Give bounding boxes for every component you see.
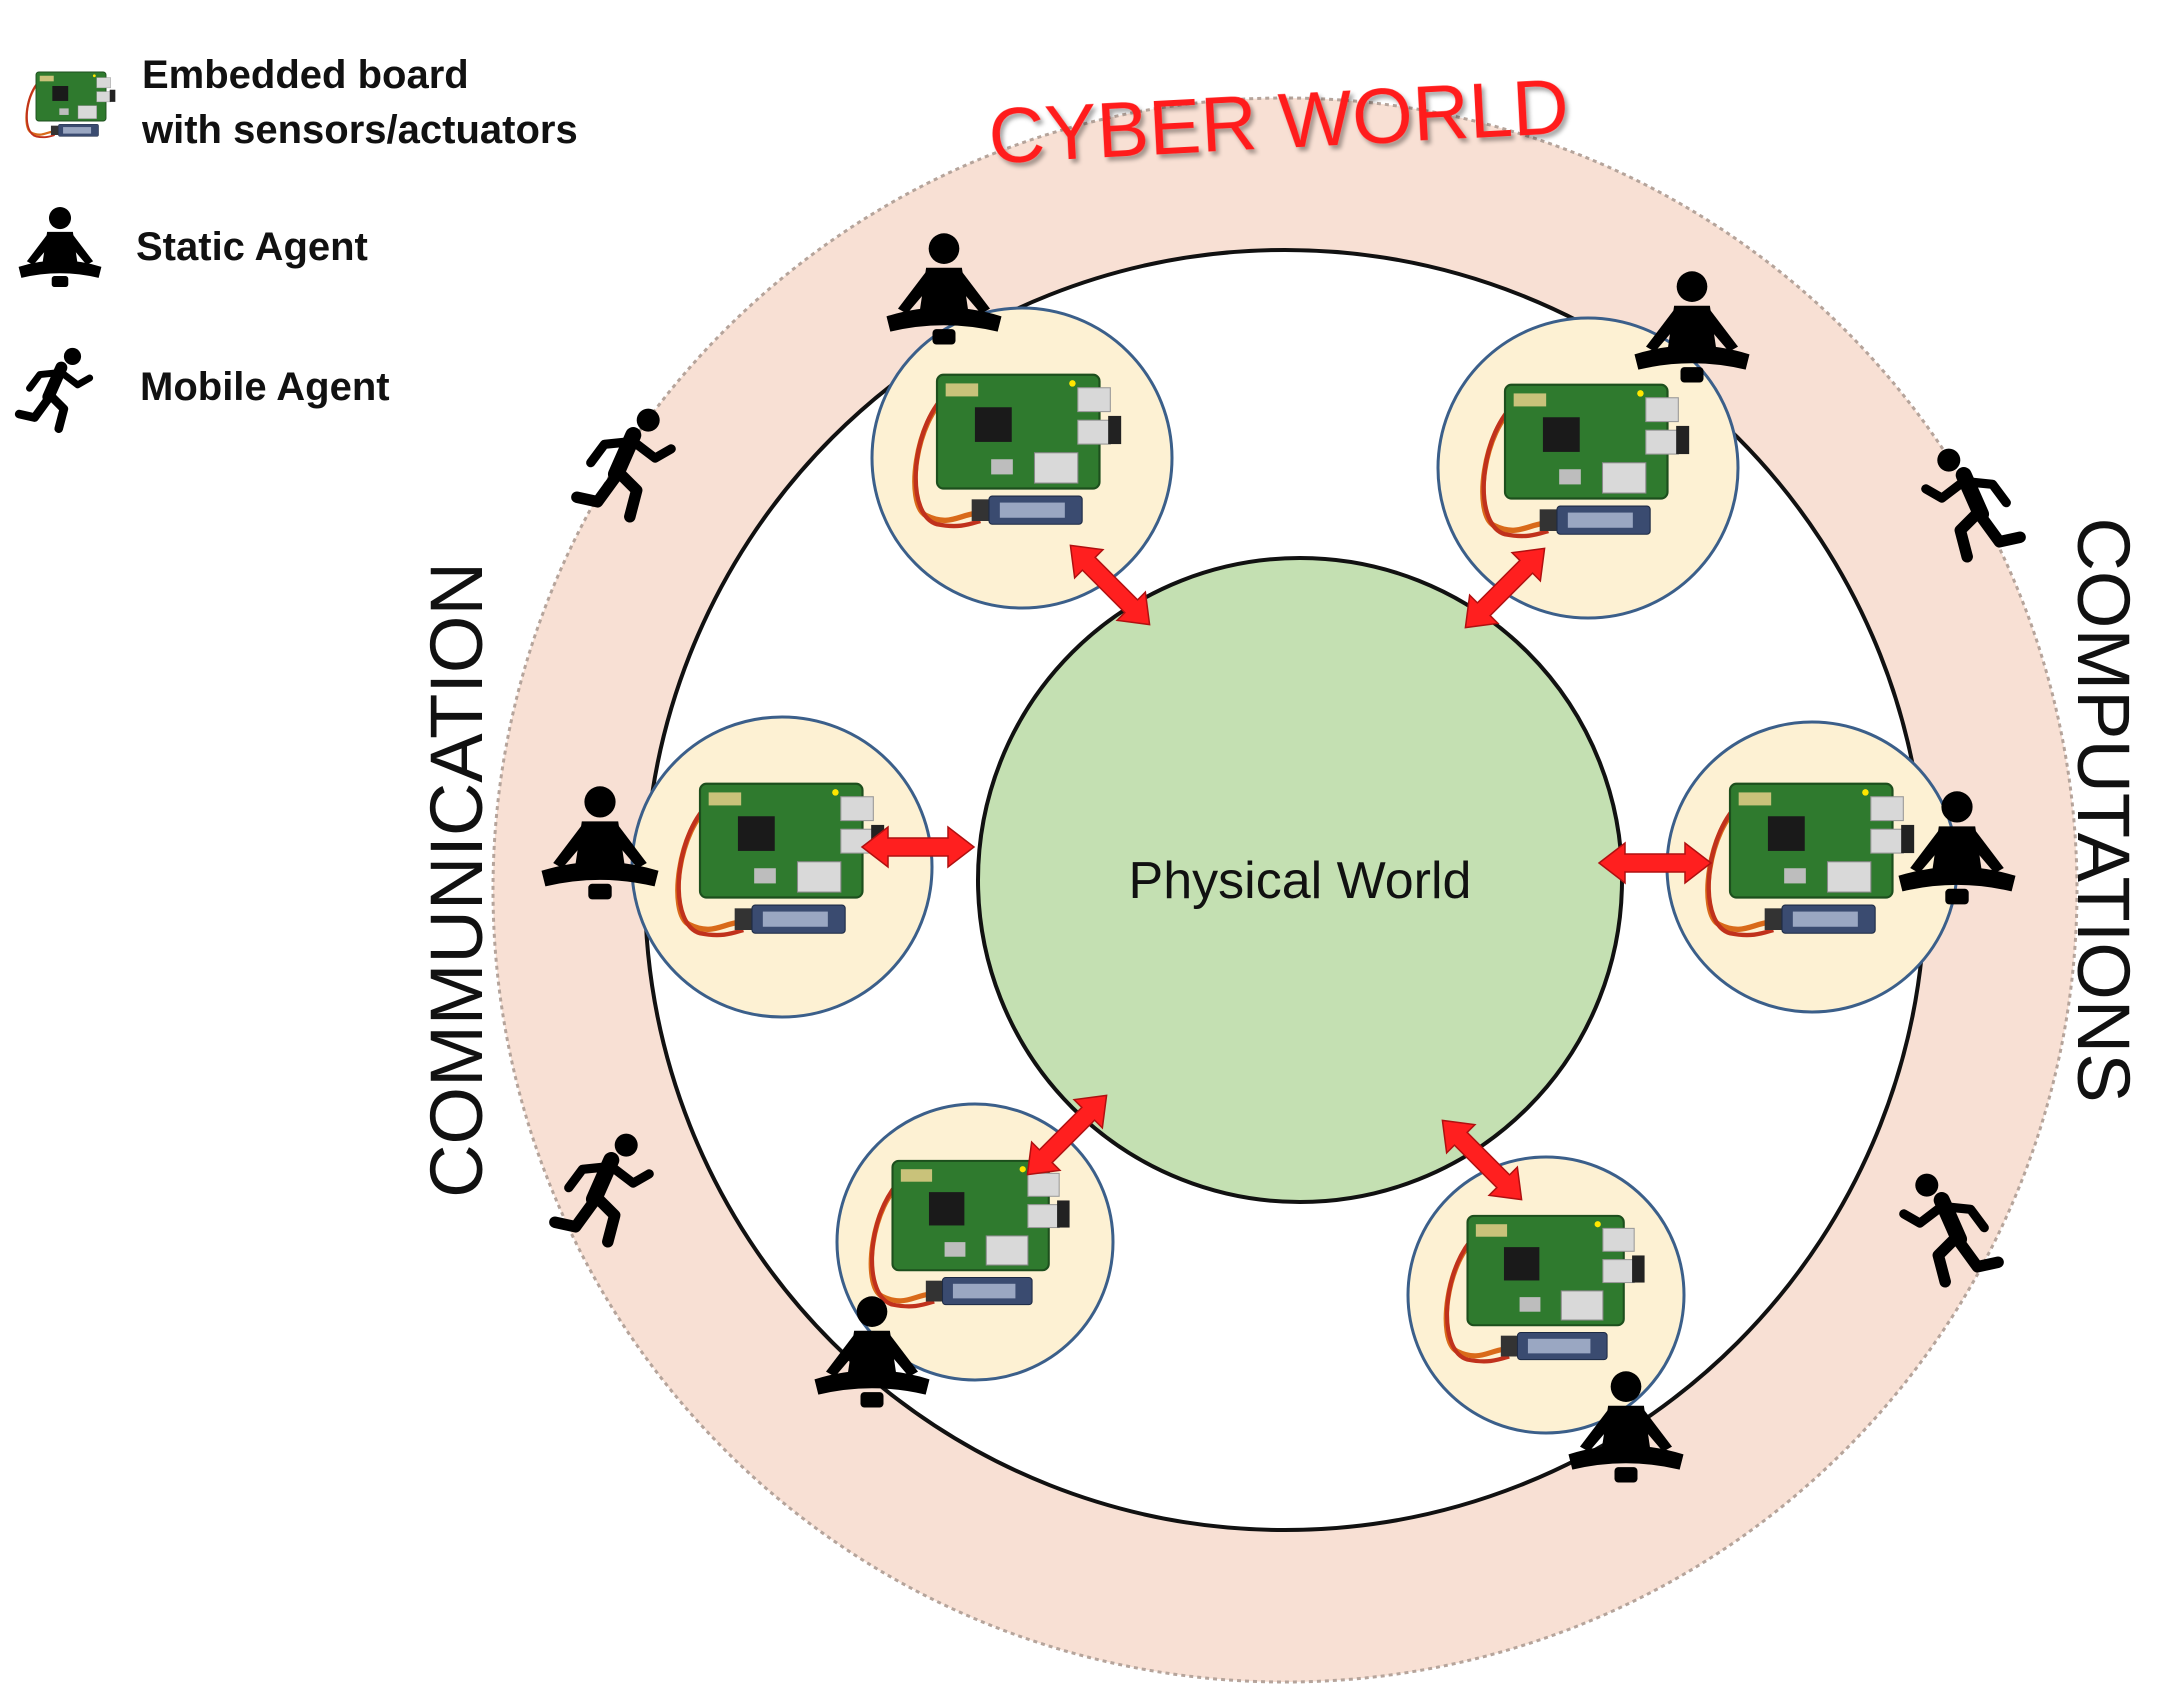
legend: Embedded board with sensors/actuators St… bbox=[19, 53, 578, 429]
static-agent-icon bbox=[18, 207, 102, 288]
node-top-left bbox=[870, 306, 1174, 610]
mobile-agent-icon bbox=[19, 348, 90, 429]
legend-board-label-line1: Embedded board bbox=[142, 53, 469, 97]
computations-label: COMPUTATIONS bbox=[2062, 517, 2145, 1102]
node-bottom-right bbox=[1406, 1155, 1686, 1435]
communication-label: COMMUNICATION bbox=[415, 562, 498, 1198]
legend-mobile-agent-label: Mobile Agent bbox=[140, 365, 390, 409]
node-top-right bbox=[1436, 316, 1740, 620]
legend-board-label-line2: with sensors/actuators bbox=[141, 108, 578, 152]
physical-world-label: Physical World bbox=[1129, 852, 1472, 910]
embedded-board-icon bbox=[25, 70, 117, 139]
legend-static-agent-label: Static Agent bbox=[136, 225, 368, 269]
